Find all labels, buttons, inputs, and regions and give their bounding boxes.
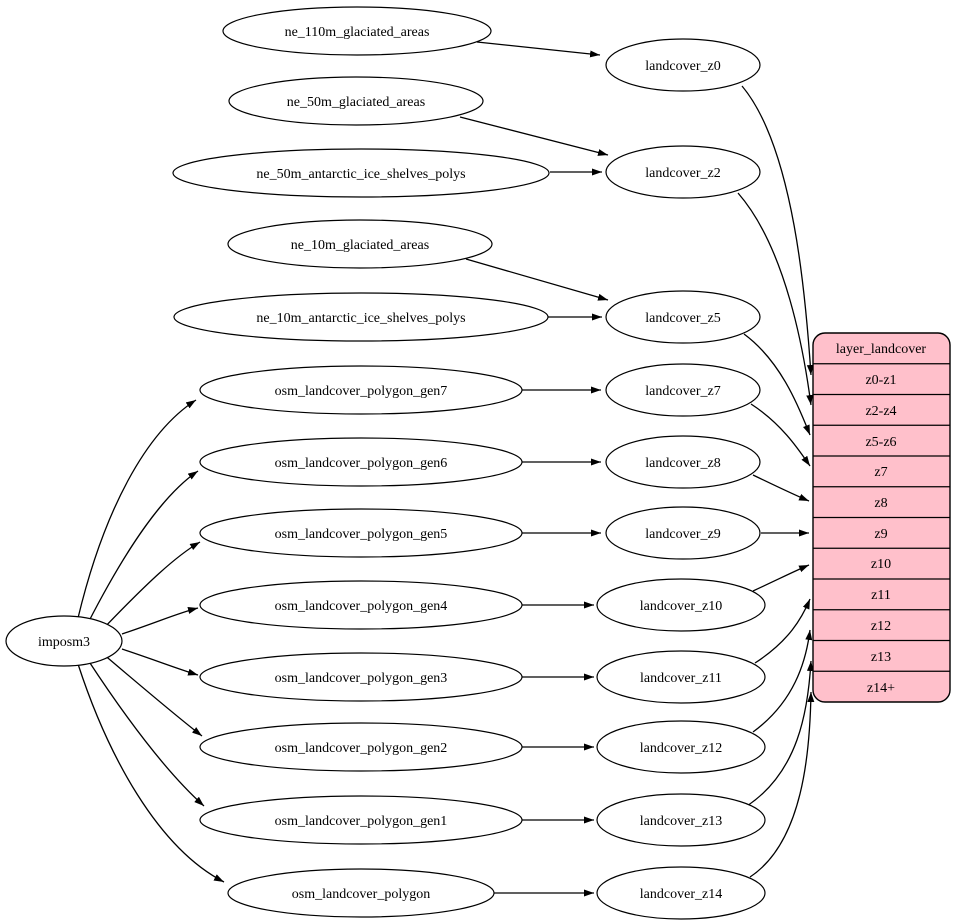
edge-z2-to-row-z2-z4 bbox=[737, 192, 814, 406]
node-label: landcover_z14 bbox=[640, 887, 722, 902]
node-landcover-z9: landcover_z9 bbox=[605, 506, 761, 560]
node-label: osm_landcover_polygon_gen2 bbox=[275, 741, 448, 756]
node-osm-landcover-polygon-gen6: osm_landcover_polygon_gen6 bbox=[199, 437, 523, 487]
edge-imposm3-to-gen2 bbox=[101, 652, 203, 737]
node-osm-landcover-polygon-gen1: osm_landcover_polygon_gen1 bbox=[199, 795, 523, 845]
edge-z5-to-row-z5-z6 bbox=[743, 333, 811, 436]
node-label: landcover_z10 bbox=[640, 599, 722, 614]
row-z14plus: z14+ bbox=[867, 681, 895, 696]
node-imposm3: imposm3 bbox=[5, 615, 123, 667]
edge-imposm3-to-gen4 bbox=[121, 607, 199, 635]
node-label: landcover_z2 bbox=[645, 166, 720, 181]
node-label: landcover_z7 bbox=[645, 384, 720, 399]
node-label: ne_50m_glaciated_areas bbox=[287, 95, 425, 110]
node-label: osm_landcover_polygon_gen4 bbox=[275, 599, 448, 614]
node-label: ne_10m_antarctic_ice_shelves_polys bbox=[256, 311, 465, 326]
node-label: landcover_z8 bbox=[645, 456, 720, 471]
node-label: landcover_z9 bbox=[645, 527, 720, 542]
edge-layer bbox=[77, 41, 815, 897]
edge-imposm3-to-gen5 bbox=[101, 541, 201, 631]
node-label: osm_landcover_polygon_gen6 bbox=[275, 456, 448, 471]
node-landcover-z7: landcover_z7 bbox=[605, 363, 761, 417]
edge-z7-to-row-z7 bbox=[750, 403, 811, 467]
node-osm-landcover-polygon-gen5: osm_landcover_polygon_gen5 bbox=[199, 508, 523, 558]
edge-z11-to-row-z11 bbox=[754, 598, 811, 664]
node-label: landcover_z0 bbox=[645, 59, 720, 74]
node-ne-110m-glaciated-areas: ne_110m_glaciated_areas bbox=[222, 6, 492, 56]
node-label: landcover_z11 bbox=[640, 671, 722, 686]
node-osm-landcover-polygon-gen4: osm_landcover_polygon_gen4 bbox=[199, 580, 523, 630]
node-label: landcover_z12 bbox=[640, 741, 722, 756]
edge-imposm3-to-gen7 bbox=[77, 399, 197, 619]
row-z9: z9 bbox=[874, 527, 887, 542]
row-z5-z6: z5-z6 bbox=[865, 435, 896, 450]
edge-imposm3-to-gen3 bbox=[121, 648, 199, 676]
node-label: osm_landcover_polygon_gen3 bbox=[275, 671, 448, 686]
layer-landcover-title: layer_landcover bbox=[836, 342, 927, 357]
node-label: landcover_z13 bbox=[640, 814, 722, 829]
node-label: osm_landcover_polygon bbox=[292, 887, 430, 902]
edge-imposm3-to-gen6 bbox=[87, 470, 199, 624]
row-z2-z4: z2-z4 bbox=[865, 404, 896, 419]
node-label: landcover_z5 bbox=[645, 311, 720, 326]
row-z0-z1: z0-z1 bbox=[865, 373, 896, 388]
node-layer-landcover: layer_landcover z0-z1 z2-z4 z5-z6 z7 z8 … bbox=[812, 332, 951, 703]
edge-imposm3-to-polygon bbox=[77, 663, 225, 883]
node-landcover-z14: landcover_z14 bbox=[596, 866, 766, 920]
node-landcover-z8: landcover_z8 bbox=[605, 435, 761, 489]
node-osm-landcover-polygon: osm_landcover_polygon bbox=[227, 868, 495, 918]
edge-ne10m-to-z5 bbox=[465, 258, 609, 301]
node-ne-50m-antarctic-ice-shelves-polys: ne_50m_antarctic_ice_shelves_polys bbox=[172, 148, 550, 198]
edge-imposm3-to-gen1 bbox=[87, 659, 205, 807]
row-z10: z10 bbox=[871, 557, 891, 572]
node-ne-10m-antarctic-ice-shelves-polys: ne_10m_antarctic_ice_shelves_polys bbox=[173, 292, 549, 342]
row-z8: z8 bbox=[874, 496, 887, 511]
node-label: ne_10m_glaciated_areas bbox=[291, 238, 429, 253]
node-label: osm_landcover_polygon_gen7 bbox=[275, 384, 448, 399]
row-z11: z11 bbox=[871, 588, 891, 603]
row-z13: z13 bbox=[871, 650, 891, 665]
row-z12: z12 bbox=[871, 619, 891, 634]
node-landcover-z13: landcover_z13 bbox=[596, 793, 766, 847]
node-osm-landcover-polygon-gen7: osm_landcover_polygon_gen7 bbox=[199, 365, 523, 415]
edge-z13-to-row-z13 bbox=[746, 660, 814, 807]
edge-z0-to-row-z0-z1 bbox=[741, 85, 814, 376]
node-label: osm_landcover_polygon_gen1 bbox=[275, 814, 448, 829]
edge-ne50m-to-z2 bbox=[459, 116, 609, 156]
node-osm-landcover-polygon-gen3: osm_landcover_polygon_gen3 bbox=[199, 652, 523, 702]
node-ne-50m-glaciated-areas: ne_50m_glaciated_areas bbox=[228, 76, 484, 126]
node-ne-10m-glaciated-areas: ne_10m_glaciated_areas bbox=[227, 219, 493, 269]
node-osm-landcover-polygon-gen2: osm_landcover_polygon_gen2 bbox=[199, 722, 523, 772]
node-landcover-z2: landcover_z2 bbox=[605, 145, 761, 199]
edge-z12-to-row-z12 bbox=[752, 629, 813, 733]
node-label: ne_110m_glaciated_areas bbox=[285, 25, 430, 40]
node-landcover-z5: landcover_z5 bbox=[605, 290, 761, 344]
edge-z10-to-row-z10 bbox=[752, 564, 810, 592]
node-label: imposm3 bbox=[38, 635, 90, 650]
node-landcover-z10: landcover_z10 bbox=[596, 578, 766, 632]
node-label: osm_landcover_polygon_gen5 bbox=[275, 527, 448, 542]
row-z7: z7 bbox=[874, 465, 887, 480]
node-label: ne_50m_antarctic_ice_shelves_polys bbox=[256, 167, 465, 182]
node-landcover-z0: landcover_z0 bbox=[605, 38, 761, 92]
edge-z8-to-row-z8 bbox=[752, 474, 810, 502]
node-landcover-z11: landcover_z11 bbox=[596, 650, 766, 704]
edge-ne110m-to-z0 bbox=[476, 41, 601, 58]
edge-z14-to-row-z14plus bbox=[749, 691, 815, 878]
node-landcover-z12: landcover_z12 bbox=[596, 720, 766, 774]
